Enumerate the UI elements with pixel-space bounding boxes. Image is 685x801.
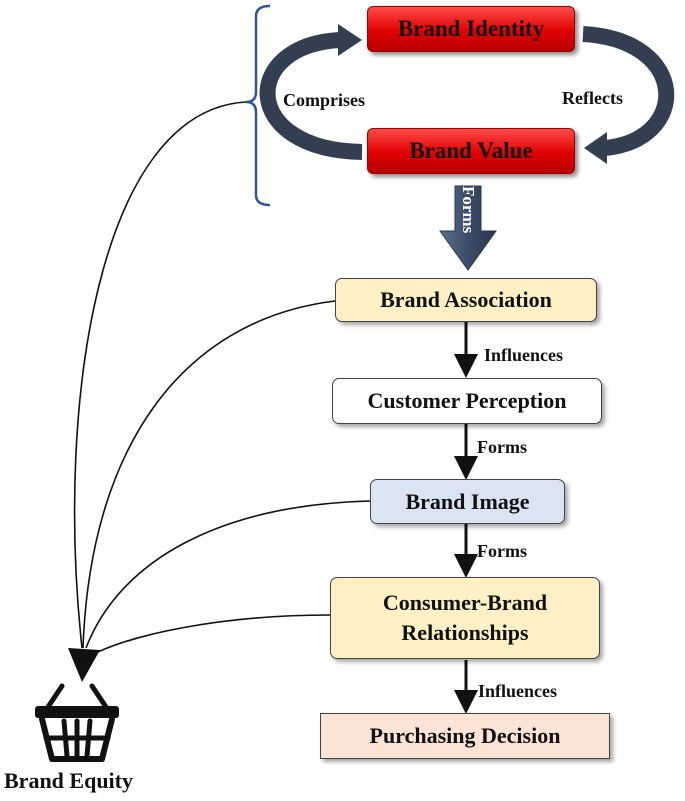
brand-equity-label: Brand Equity xyxy=(4,768,133,793)
comprises-cycle-arrowhead xyxy=(338,24,362,56)
brand-identity-node: Brand Identity xyxy=(367,6,575,52)
comprises-label: Comprises xyxy=(283,90,365,110)
equity-arrowhead xyxy=(68,648,100,682)
bracket-to-equity-curve xyxy=(73,101,247,649)
forms-big-arrow-label: Forms xyxy=(459,186,478,234)
influences-label-1: Influences xyxy=(484,345,564,365)
forms-label-2: Forms xyxy=(477,541,527,561)
purchasing-decision-node: Purchasing Decision xyxy=(320,713,610,759)
reflects-cycle-arrow xyxy=(582,26,675,156)
brand-image-node: Brand Image xyxy=(370,479,565,524)
brand-association-node: Brand Association xyxy=(335,278,597,322)
brand-value-node: Brand Value xyxy=(367,128,575,174)
association-to-equity-curve xyxy=(82,300,336,649)
customer-perception-node: Customer Perception xyxy=(332,378,602,424)
forms-label-1: Forms xyxy=(477,437,527,457)
reflects-cycle-arrowhead xyxy=(584,132,607,164)
influences-label-2: Influences xyxy=(478,681,558,701)
forms-big-arrow xyxy=(439,185,497,271)
comprises-cycle-arrow xyxy=(259,32,363,160)
consumer-brand-relationships-node: Consumer-Brand Relationships xyxy=(330,577,600,659)
image-to-equity-curve xyxy=(85,500,371,649)
reflects-label: Reflects xyxy=(562,88,623,108)
relationships-to-equity-curve xyxy=(91,614,331,656)
shopping-basket-icon xyxy=(35,683,119,762)
